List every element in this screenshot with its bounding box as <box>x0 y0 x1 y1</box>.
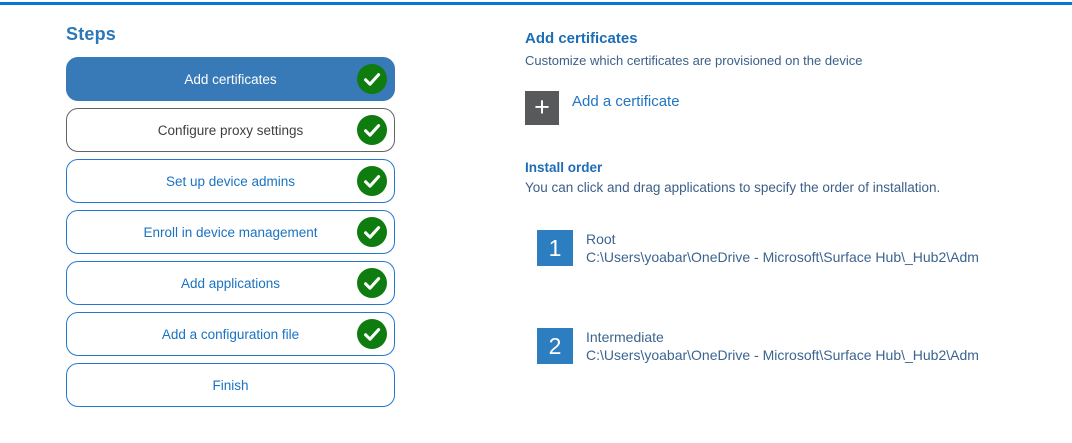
step-label: Finish <box>212 377 249 393</box>
step-button-configure-proxy-settings[interactable]: Configure proxy settings <box>66 108 395 152</box>
accent-top-border <box>0 2 1072 5</box>
step-button-enroll-in-device-management[interactable]: Enroll in device management <box>66 210 395 254</box>
step-button-set-up-device-admins[interactable]: Set up device admins <box>66 159 395 203</box>
step-label: Add certificates <box>184 71 277 87</box>
check-circle-icon <box>357 217 387 247</box>
install-order-heading: Install order <box>525 160 603 175</box>
check-circle-icon <box>357 64 387 94</box>
steps-heading: Steps <box>66 24 117 44</box>
add-certificates-panel: Add certificates Customize which certifi… <box>525 0 1072 443</box>
add-certificate-label: Add a certificate <box>572 93 680 110</box>
steps-sidebar: Steps Add certificates Configure proxy s… <box>66 24 395 414</box>
step-button-add-applications[interactable]: Add applications <box>66 261 395 305</box>
check-circle-icon <box>357 115 387 145</box>
step-label: Add applications <box>180 275 281 291</box>
add-certificate-button[interactable]: + Add a certificate <box>525 91 680 125</box>
order-number-badge: 2 <box>537 328 573 364</box>
install-order-item-intermediate[interactable]: 2 Intermediate C:\Users\yoabar\OneDrive … <box>537 328 1072 364</box>
certificate-info: Intermediate C:\Users\yoabar\OneDrive - … <box>586 328 1064 364</box>
certificate-name: Root <box>586 231 616 247</box>
certificate-info: Root C:\Users\yoabar\OneDrive - Microsof… <box>586 230 1064 266</box>
step-button-add-a-configuration-file[interactable]: Add a configuration file <box>66 312 395 356</box>
step-label: Add a configuration file <box>161 326 300 342</box>
install-order-description: You can click and drag applications to s… <box>525 180 941 195</box>
check-circle-icon <box>357 268 387 298</box>
page-subtitle: Customize which certificates are provisi… <box>525 53 863 68</box>
step-button-add-certificates[interactable]: Add certificates <box>66 57 395 101</box>
certificate-path: C:\Users\yoabar\OneDrive - Microsoft\Sur… <box>586 347 979 363</box>
check-circle-icon <box>357 166 387 196</box>
order-number-badge: 1 <box>537 230 573 266</box>
install-order-item-root[interactable]: 1 Root C:\Users\yoabar\OneDrive - Micros… <box>537 230 1072 266</box>
check-circle-icon <box>357 319 387 349</box>
page-title: Add certificates <box>525 30 638 47</box>
certificate-path: C:\Users\yoabar\OneDrive - Microsoft\Sur… <box>586 249 979 265</box>
step-label: Enroll in device management <box>143 224 318 240</box>
plus-icon[interactable]: + <box>525 91 559 125</box>
step-button-finish[interactable]: Finish <box>66 363 395 407</box>
step-label: Configure proxy settings <box>157 122 304 138</box>
step-label: Set up device admins <box>165 173 296 189</box>
certificate-name: Intermediate <box>586 329 664 345</box>
